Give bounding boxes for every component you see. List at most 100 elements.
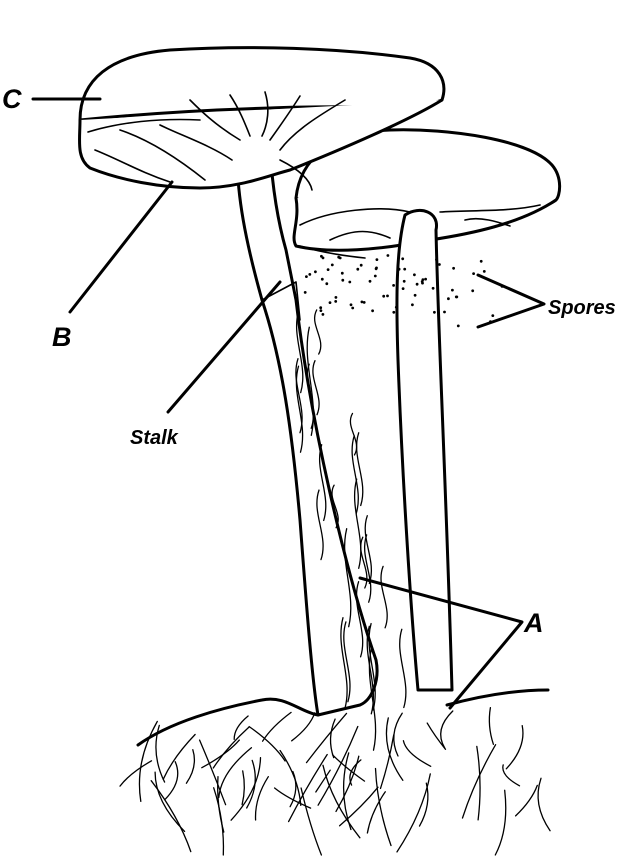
root-strand: [120, 761, 152, 786]
root-strand: [263, 712, 292, 741]
root-strand: [256, 777, 269, 820]
spore-dot: [413, 273, 416, 276]
spore-dot: [331, 264, 334, 267]
spore-dot: [360, 264, 363, 267]
spore-dot: [403, 268, 406, 271]
spore-dot: [472, 272, 475, 275]
root-strand: [155, 772, 185, 831]
stalk-fiber: [313, 361, 319, 415]
spore-dot: [314, 270, 317, 273]
spore-dot: [402, 287, 405, 290]
spore-dot: [395, 306, 398, 309]
spore-dot: [452, 267, 455, 270]
soil-mycelium: [120, 690, 550, 855]
spore-dot: [433, 311, 436, 314]
root-strand: [242, 771, 244, 805]
root-strand: [202, 740, 240, 768]
spore-dot: [435, 258, 438, 261]
spore-dot: [392, 311, 395, 314]
root-strand: [200, 740, 226, 805]
spore-dot: [432, 287, 435, 290]
spore-dot: [386, 295, 389, 298]
spore-dot: [334, 300, 337, 303]
root-strand: [489, 708, 493, 745]
root-strand: [165, 762, 178, 800]
spore-dot: [387, 254, 390, 257]
spore-dot: [305, 275, 308, 278]
spore-dot: [319, 306, 322, 309]
label-stalk: Stalk: [130, 427, 179, 449]
root-strand: [538, 778, 550, 830]
spore-dot: [374, 275, 377, 278]
stalk-fiber: [315, 310, 321, 354]
root-strand: [163, 735, 195, 780]
stalk-fiber: [357, 433, 363, 506]
spore-dot: [403, 280, 406, 283]
spore-dot: [320, 255, 323, 258]
spore-dot: [369, 280, 372, 283]
spores-leader-line: [478, 275, 544, 327]
spore-dot: [341, 279, 344, 282]
spore-dot: [337, 256, 340, 259]
label-b: B: [52, 322, 72, 352]
spore-dot: [308, 273, 311, 276]
root-strand: [301, 788, 321, 855]
spore-dot: [356, 268, 359, 271]
spore-dot: [457, 325, 460, 328]
spore-dot: [350, 303, 353, 306]
spore-dot: [322, 313, 325, 316]
root-strand: [219, 748, 252, 798]
spore-dot: [304, 291, 307, 294]
root-strand: [441, 711, 453, 748]
spore-dot: [447, 297, 450, 300]
spore-dot: [424, 278, 427, 281]
label-spores: Spores: [548, 297, 616, 319]
root-strand: [333, 755, 365, 781]
spore-dot: [376, 258, 379, 261]
spore-dot: [320, 309, 323, 312]
stalk-fiber: [381, 566, 387, 627]
spore-dot: [398, 268, 401, 271]
root-strand: [506, 726, 523, 769]
spore-dot: [411, 303, 414, 306]
spore-dot: [414, 294, 417, 297]
spore-dot: [401, 257, 404, 260]
spore-dot: [443, 311, 446, 314]
stalk-fiber: [400, 629, 406, 707]
root-strand: [318, 727, 358, 806]
spore-dot: [371, 309, 374, 312]
root-strand: [186, 750, 194, 784]
spore-dot: [351, 307, 354, 310]
spore-dot: [471, 289, 474, 292]
spore-dot: [327, 268, 330, 271]
label-a: A: [523, 608, 544, 638]
spore-dot: [392, 284, 395, 287]
root-strand: [403, 741, 430, 767]
right-mushroom-stalk: [397, 210, 452, 690]
root-strand: [503, 765, 520, 786]
label-c: C: [2, 84, 22, 114]
spore-dot: [416, 283, 419, 286]
spore-dot: [329, 301, 332, 304]
spore-dot: [341, 272, 344, 275]
spore-dot: [375, 267, 378, 270]
root-strand: [367, 792, 385, 833]
b-leader-line: [70, 182, 172, 312]
spore-dot: [335, 296, 338, 299]
stalk-fiber: [350, 413, 356, 455]
root-strand: [331, 719, 336, 758]
spore-dot: [382, 295, 385, 298]
spore-dot: [421, 282, 424, 285]
root-strand: [516, 785, 538, 816]
root-strand: [292, 713, 315, 741]
stalk-leader-line: [168, 282, 280, 412]
root-strand: [350, 760, 361, 785]
spore-dot: [438, 263, 441, 266]
root-strand: [289, 755, 328, 822]
root-strand: [156, 725, 165, 782]
root-strand: [495, 790, 505, 855]
spore-dot: [483, 270, 486, 273]
root-strand: [394, 713, 402, 756]
spore-dot: [480, 260, 483, 263]
